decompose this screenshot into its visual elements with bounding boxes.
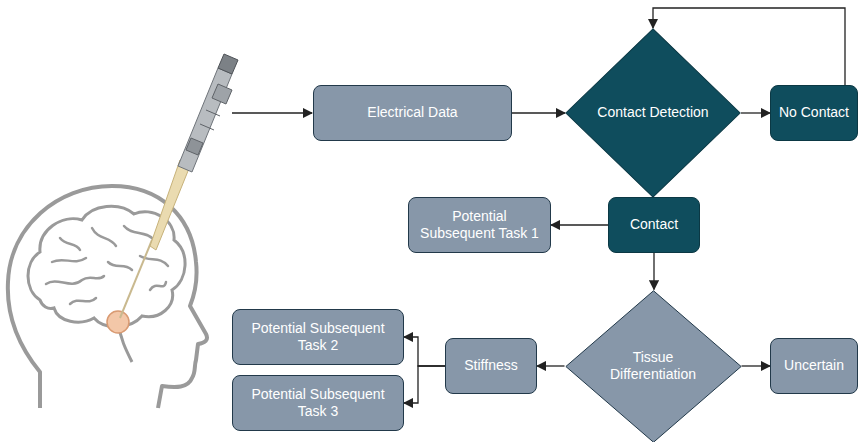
flow-arrow [537, 365, 565, 366]
surgical-instrument [120, 54, 238, 318]
diamond-outline [565, 290, 742, 442]
brain-folds [46, 226, 168, 304]
outcome-box: No Contact [770, 85, 858, 141]
process-box: Electrical Data [313, 85, 512, 141]
node-label: Uncertain [784, 357, 844, 375]
flow-arrow [512, 112, 565, 113]
decision-diamond: Contact Detection [565, 28, 741, 198]
flow-arrow [404, 366, 445, 403]
node-label: Electrical Data [367, 104, 457, 122]
node-label: Contact Detection [597, 104, 708, 122]
outcome-box: Contact [608, 197, 700, 253]
flow-arrow [653, 253, 654, 290]
flow-arrow [551, 224, 608, 225]
outcome-box: Uncertain [770, 338, 858, 394]
head-outline [8, 186, 207, 408]
task-box: Potential Subsequent Task 3 [232, 375, 404, 431]
node-label: Potential Subsequent Task 3 [239, 386, 397, 421]
signal-arrow [232, 112, 312, 113]
node-label: Stiffness [464, 357, 517, 375]
flow-arrow [404, 337, 445, 366]
node-label: Tissue Differentiation [590, 349, 717, 384]
flow-arrow [742, 365, 771, 366]
target-site [107, 311, 129, 333]
node-label: Potential Subsequent Task 1 [415, 208, 544, 243]
node-label: No Contact [779, 104, 849, 122]
decision-diamond: Tissue Differentiation [565, 290, 742, 442]
node-label: Contact [630, 216, 678, 234]
flow-arrow [741, 112, 770, 113]
task-box: Potential Subsequent Task 1 [408, 197, 551, 253]
task-box: Potential Subsequent Task 2 [232, 309, 404, 365]
node-label: Potential Subsequent Task 2 [239, 320, 397, 355]
outcome-box: Stiffness [445, 338, 537, 394]
